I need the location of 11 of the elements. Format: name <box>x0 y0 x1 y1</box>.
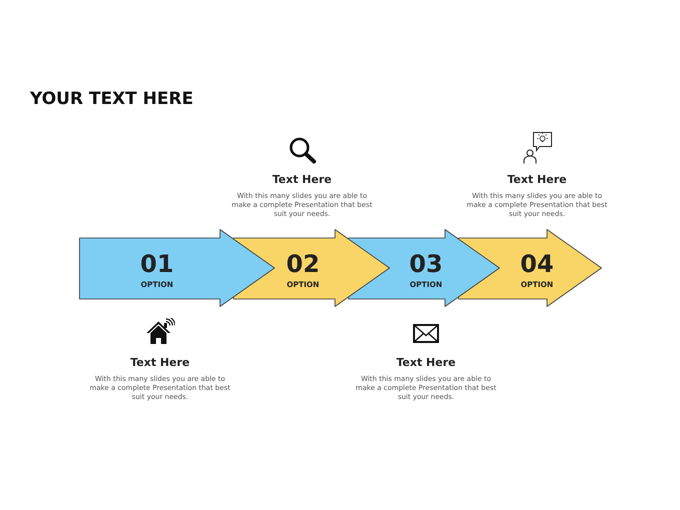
step-number: 01 <box>140 252 174 276</box>
item-heading: Text Here <box>130 357 190 368</box>
step-number: 03 <box>409 252 443 276</box>
item-heading: Text Here <box>272 174 332 185</box>
arrow-shape <box>458 229 602 307</box>
slide-title: YOUR TEXT HERE <box>30 89 194 109</box>
item-heading: Text Here <box>396 357 456 368</box>
arrow-shape <box>79 229 275 307</box>
step-number: 04 <box>520 252 554 276</box>
step-number: 02 <box>286 252 320 276</box>
item-heading: Text Here <box>507 174 567 185</box>
